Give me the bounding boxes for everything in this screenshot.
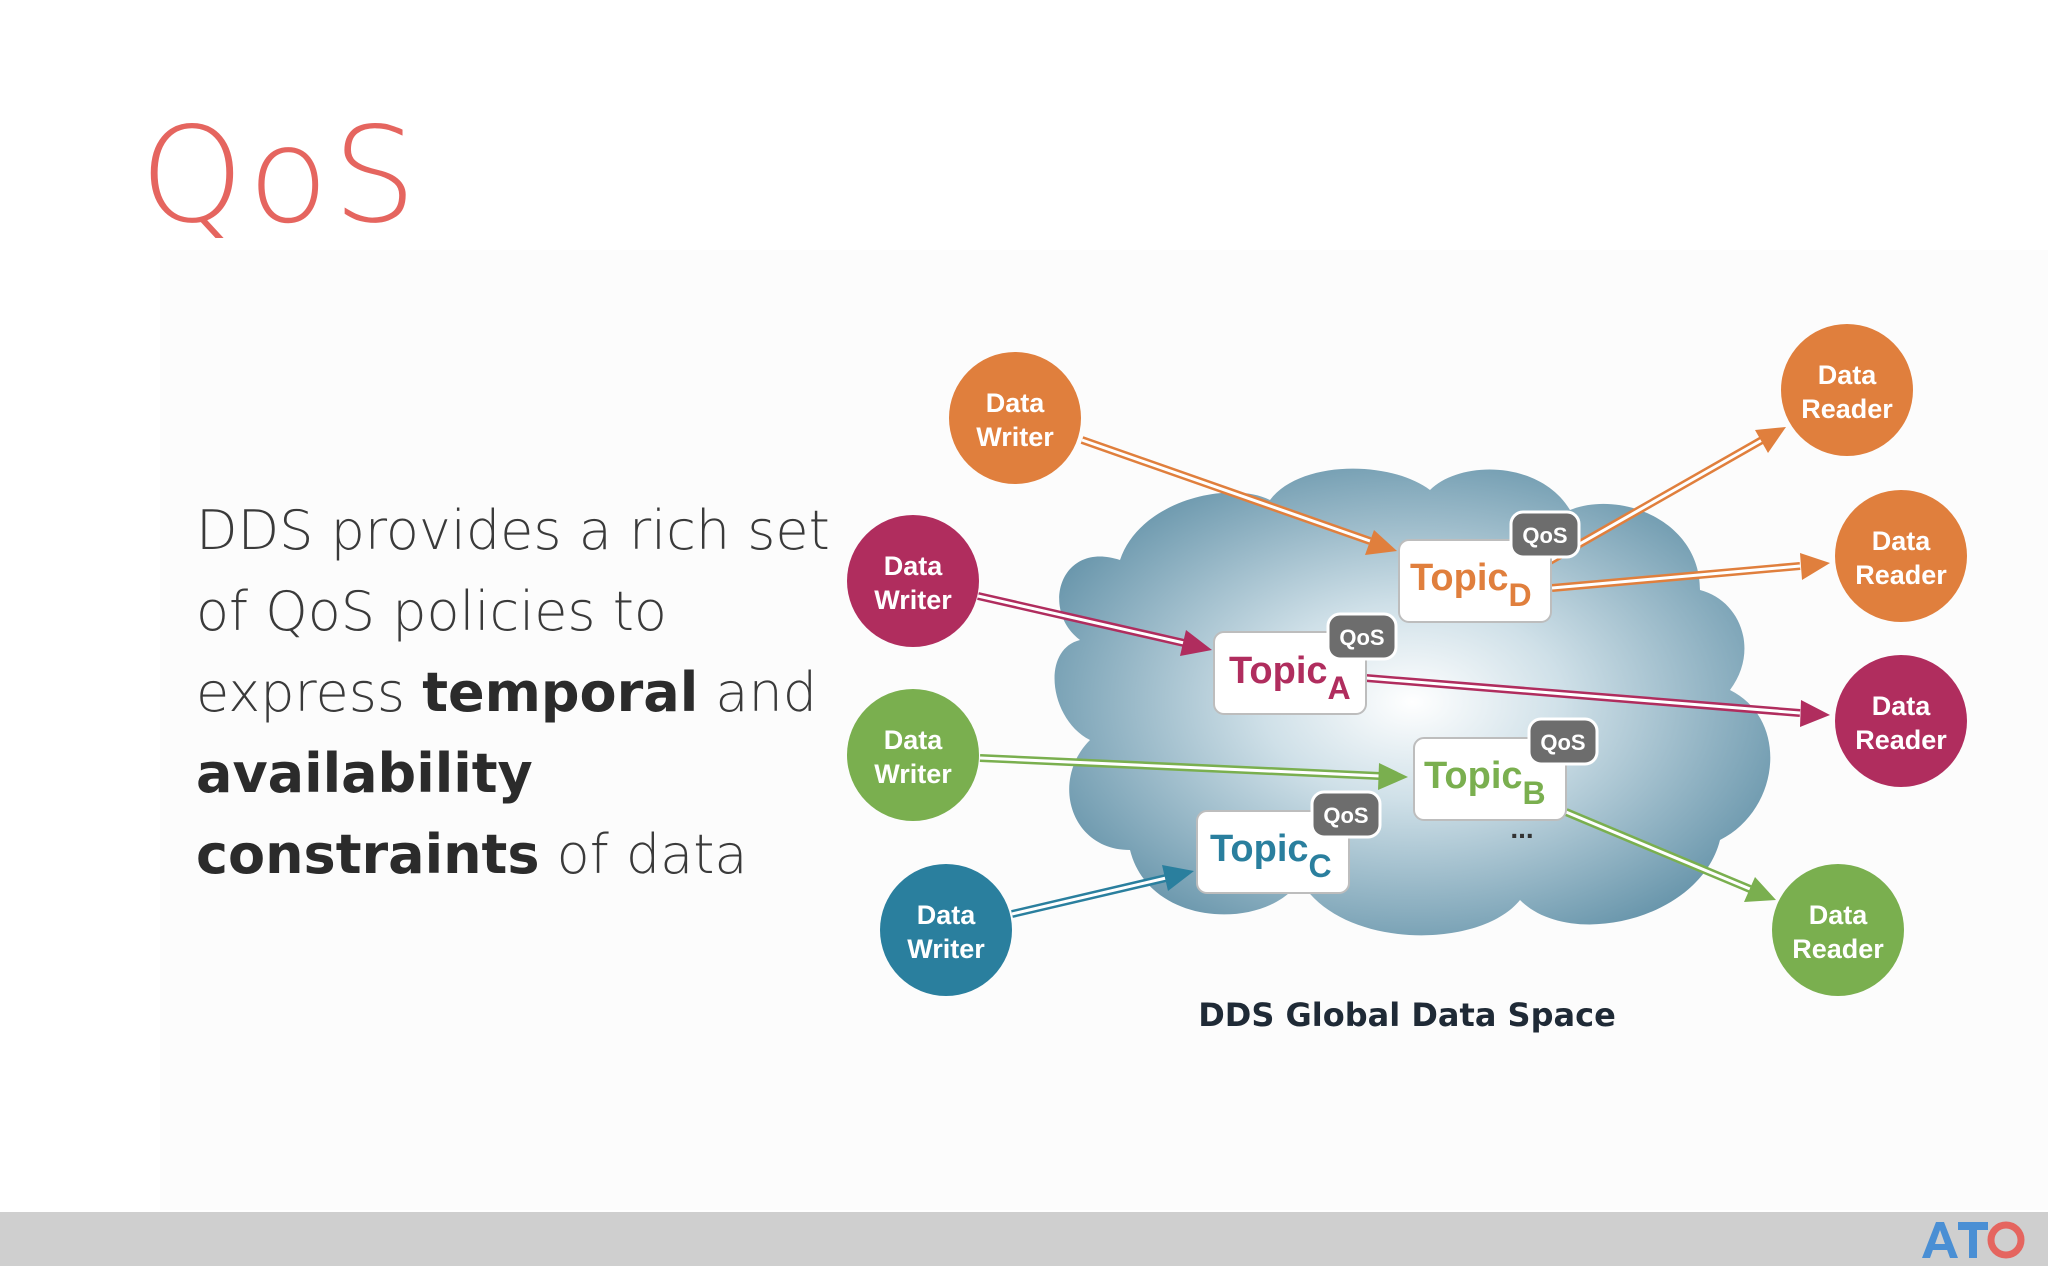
arrow-writer4-topicC <box>1011 865 1194 918</box>
reader-label-line1: Data <box>1809 900 1869 930</box>
writer-label-line1: Data <box>884 551 944 581</box>
slide-body-text: DDS provides a rich set of QoS policies … <box>196 490 856 895</box>
arrow-writer1-topicD <box>1080 436 1397 555</box>
svg-text:TopicB: TopicB <box>1424 755 1546 811</box>
body-text-plain-2: and <box>698 661 817 724</box>
topic-b: TopicB QoS ... <box>1413 717 1599 844</box>
data-reader-green: Data Reader <box>1772 864 1904 996</box>
topic-word: Topic <box>1229 650 1328 692</box>
arrow-topicA-reader3 <box>1365 674 1830 727</box>
qos-badge-label: QoS <box>1540 730 1585 755</box>
arrow-writer2-topicA <box>977 592 1212 656</box>
footer-bar <box>0 1212 2048 1266</box>
svg-text:TopicA: TopicA <box>1229 650 1351 706</box>
qos-badge-label: QoS <box>1522 523 1567 548</box>
topic-c: TopicC QoS <box>1196 790 1382 894</box>
data-writer-magenta: Data Writer <box>847 515 979 647</box>
qos-badge <box>1509 510 1581 559</box>
topic-subscript: D <box>1509 577 1532 613</box>
body-text-plain-3: of data <box>539 823 748 886</box>
body-text-bold-availability: availability constraints <box>196 742 540 886</box>
arrow-topicD-reader1 <box>1546 427 1786 566</box>
slide-title: QoS <box>140 99 421 253</box>
svg-text:TopicC: TopicC <box>1210 828 1332 884</box>
reader-label-line1: Data <box>1872 691 1932 721</box>
qos-badge-label: QoS <box>1339 625 1384 650</box>
reader-label-line2: Reader <box>1855 560 1947 590</box>
reader-label-line2: Reader <box>1855 725 1947 755</box>
more-topics-ellipsis: ... <box>1510 813 1533 844</box>
topic-word: Topic <box>1424 755 1523 797</box>
topic-subscript: B <box>1523 775 1546 811</box>
writer-label-line2: Writer <box>874 585 952 615</box>
svg-text:TopicD: TopicD <box>1410 557 1532 613</box>
data-writer-orange: Data Writer <box>949 352 1081 484</box>
body-text-plain-1: DDS provides a rich set of QoS policies … <box>196 499 830 724</box>
writer-label-line2: Writer <box>874 759 952 789</box>
data-reader-orange-2: Data Reader <box>1835 490 1967 622</box>
topic-word: Topic <box>1210 828 1309 870</box>
data-writer-blue: Data Writer <box>880 864 1012 996</box>
diagram-caption: DDS Global Data Space <box>1198 996 1616 1034</box>
data-writer-green: Data Writer <box>847 689 979 821</box>
reader-label-line1: Data <box>1818 360 1878 390</box>
topic-a: TopicA QoS <box>1213 612 1398 715</box>
writer-label-line1: Data <box>917 900 977 930</box>
topic-d: TopicD QoS <box>1398 510 1581 623</box>
topic-subscript: C <box>1309 848 1332 884</box>
reader-label-line1: Data <box>1872 526 1932 556</box>
qos-badge <box>1326 612 1398 661</box>
data-reader-magenta: Data Reader <box>1835 655 1967 787</box>
qos-badge <box>1527 717 1599 766</box>
qos-badge-label: QoS <box>1323 803 1368 828</box>
arrow-topicD-reader2 <box>1551 553 1830 592</box>
body-text-bold-temporal: temporal <box>422 661 699 724</box>
writer-label-line2: Writer <box>976 422 1054 452</box>
reader-label-line2: Reader <box>1792 934 1884 964</box>
reader-label-line2: Reader <box>1801 394 1893 424</box>
writer-label-line1: Data <box>986 388 1046 418</box>
arrow-topicB-reader4 <box>1564 808 1776 902</box>
qos-badge <box>1310 790 1382 839</box>
arrow-writer3-topicB <box>979 754 1408 790</box>
writer-label-line2: Writer <box>907 934 985 964</box>
data-reader-orange-1: Data Reader <box>1781 324 1913 456</box>
topic-word: Topic <box>1410 557 1509 599</box>
ato-logo <box>1922 1221 2025 1259</box>
writer-label-line1: Data <box>884 725 944 755</box>
topic-subscript: A <box>1328 670 1351 706</box>
